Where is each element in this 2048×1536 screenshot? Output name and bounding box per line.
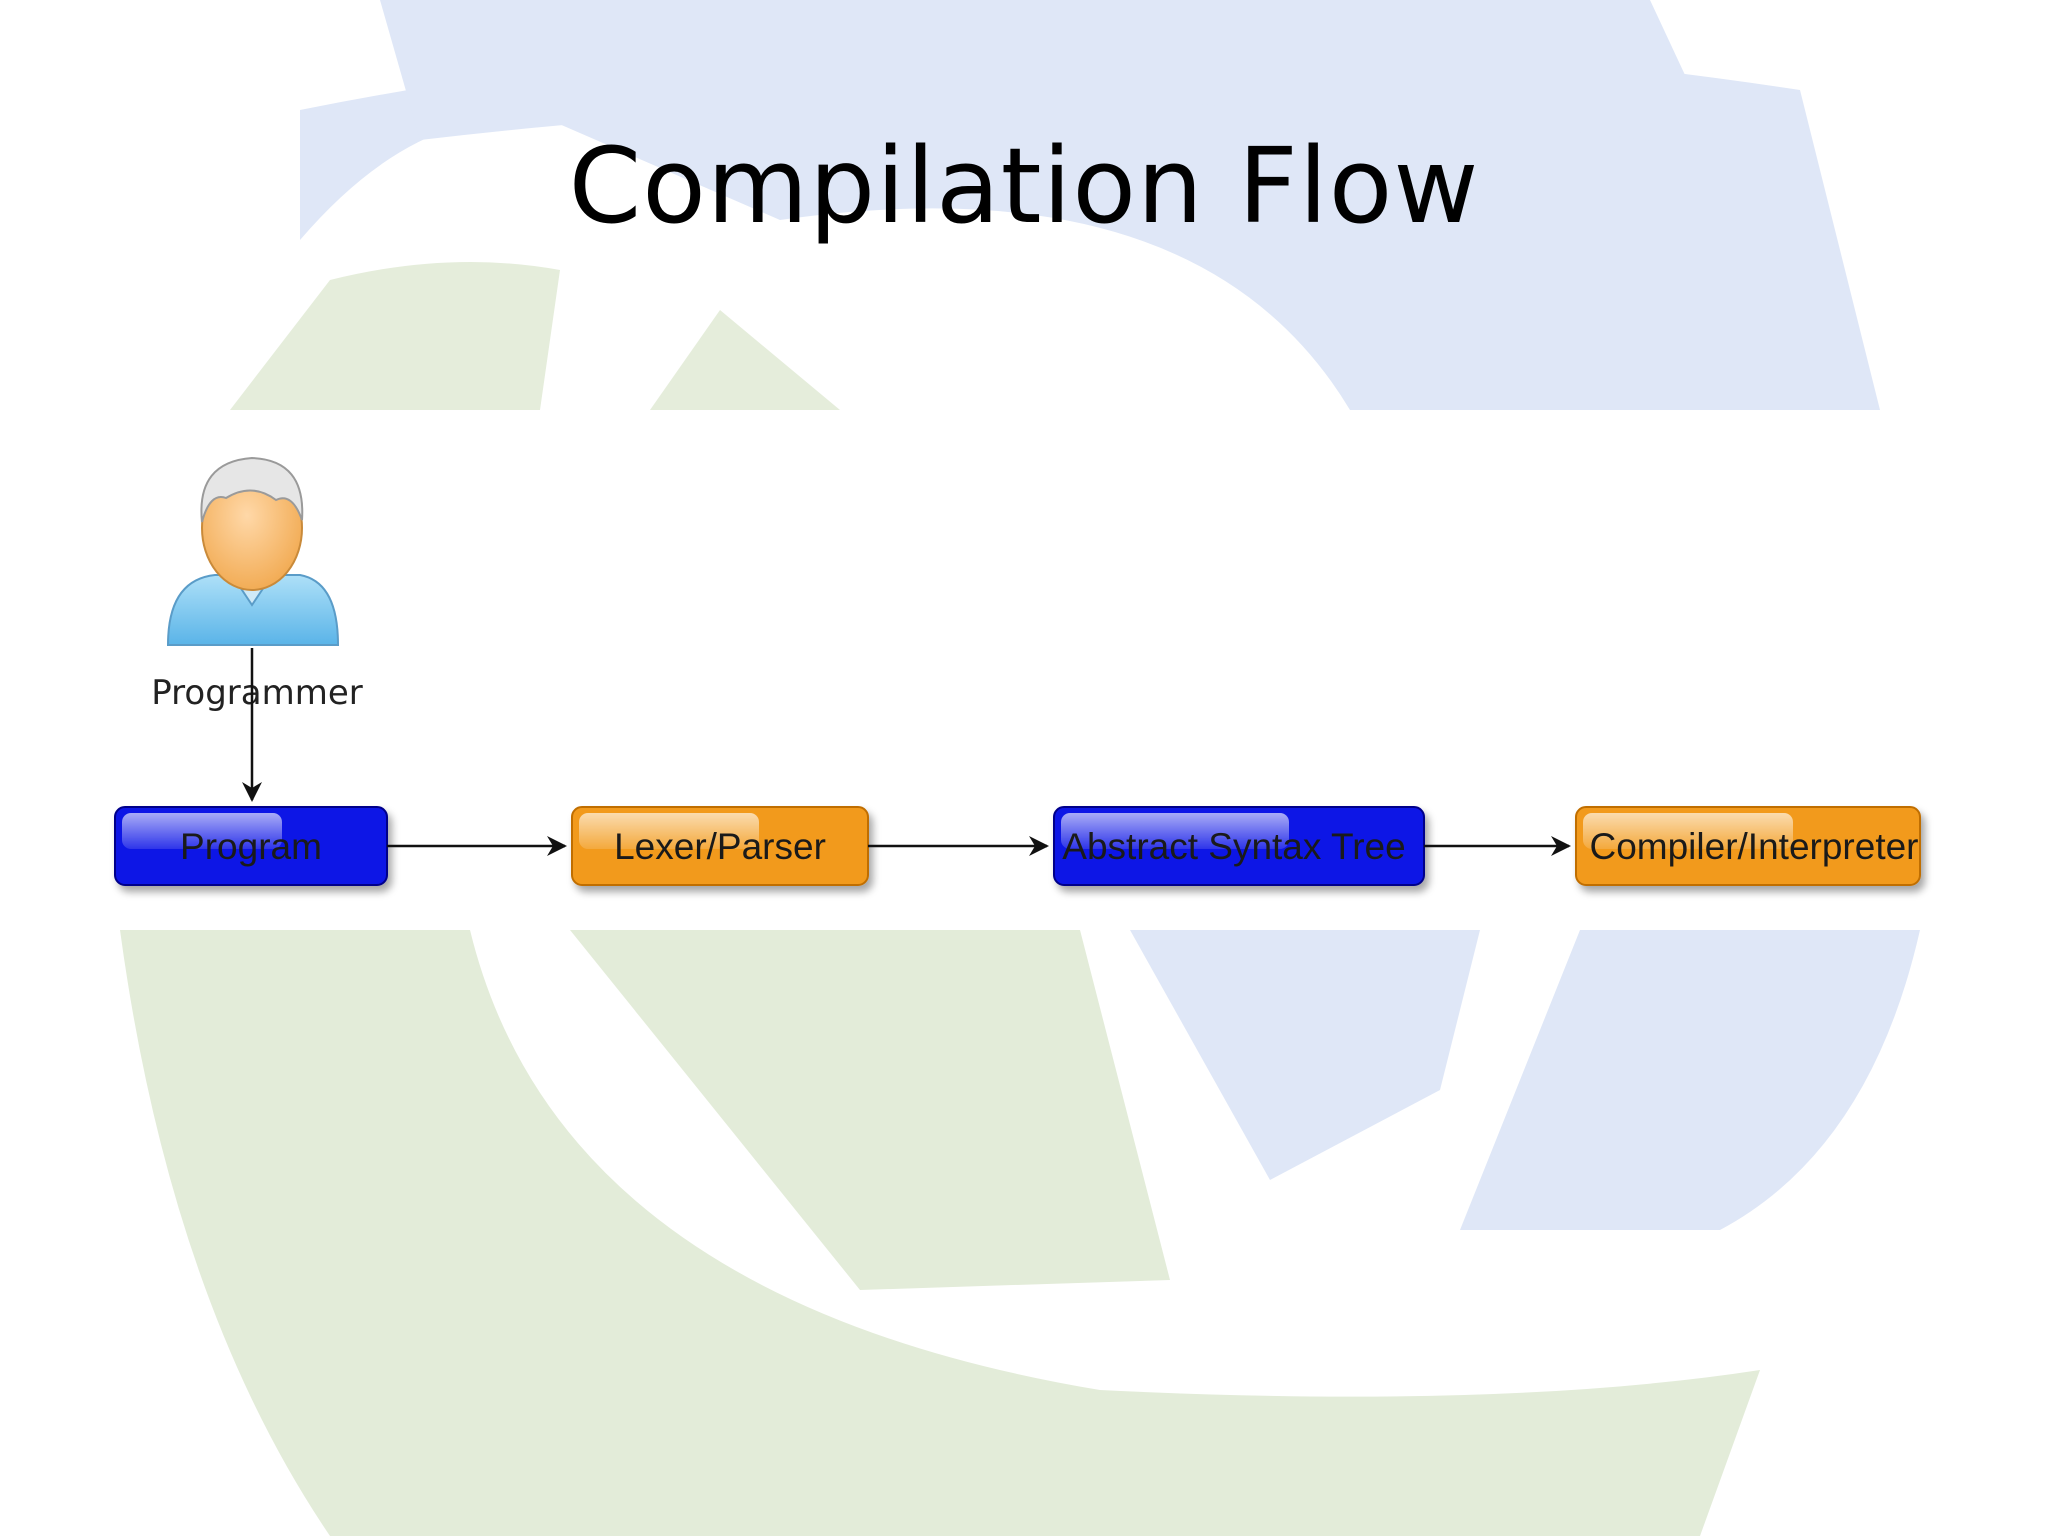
node-lexer-parser[interactable] xyxy=(571,806,869,886)
watermark-green-lower xyxy=(120,930,1760,1536)
watermark-green-lower-mid xyxy=(570,930,1170,1290)
watermark-blue-lower-left xyxy=(1130,930,1480,1180)
watermark-green-upper-left xyxy=(230,262,560,410)
node-lexer-parser-label: Lexer/Parser xyxy=(614,826,826,867)
slide-title: Compilation Flow xyxy=(568,125,1480,247)
watermark-green-upper-mid xyxy=(650,310,840,410)
node-abstract-syntax-tree[interactable] xyxy=(1053,806,1425,886)
node-program[interactable] xyxy=(114,806,388,886)
person-icon xyxy=(166,456,340,646)
programmer-label: Programmer xyxy=(151,673,362,713)
node-compiler-interpreter-label: Compiler/Interpreter xyxy=(1589,826,1918,867)
watermark-top-band xyxy=(300,34,1880,410)
node-compiler-interpreter[interactable] xyxy=(1575,806,1921,886)
node-abstract-syntax-tree-label: Abstract Syntax Tree xyxy=(1062,826,1405,867)
watermark-blue-lower-right xyxy=(1460,930,1920,1230)
node-program-label: Program xyxy=(180,826,322,867)
watermark-top-left-band xyxy=(380,0,1720,150)
